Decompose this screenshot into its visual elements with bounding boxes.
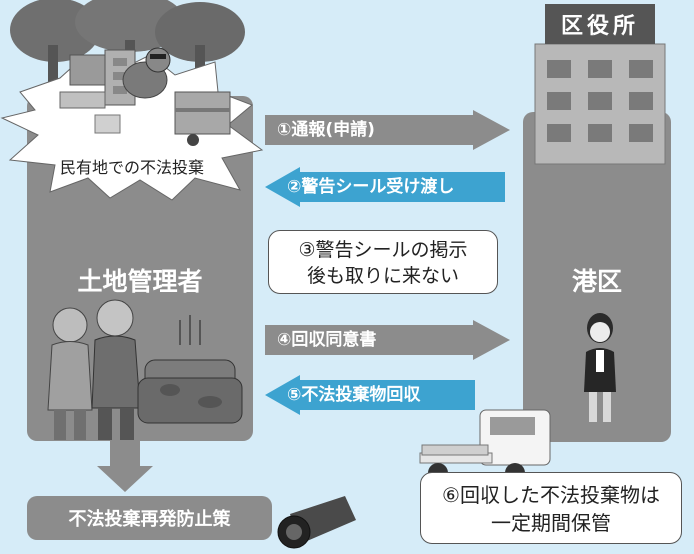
step3-line2: 後も取りに来ない: [306, 265, 459, 287]
land-manager-title: 土地管理者: [77, 267, 203, 296]
step5-label: ⑤不法投棄物回収: [287, 385, 421, 405]
step6-line2: 一定期間保管: [491, 511, 611, 535]
arrow-consent-form: ④回収同意書: [265, 320, 510, 360]
prevention-box: [27, 496, 272, 540]
security-camera-icon: [277, 496, 356, 549]
step1-label: ①通報(申請): [277, 120, 375, 140]
arrow-report: ①通報(申請): [265, 110, 510, 150]
step6-note: ⑥回収した不法投棄物は 一定期間保管: [420, 472, 682, 544]
step4-label: ④回収同意書: [277, 330, 377, 350]
step3-line1: ③警告シールの掲示: [298, 239, 468, 261]
down-arrow: [97, 440, 153, 492]
arrow-sticker-handover: ②警告シール受け渡し: [265, 167, 505, 207]
truck-icon: [419, 409, 551, 483]
building-sign: 区役所: [560, 14, 639, 39]
trash-pile-illustration: [0, 0, 264, 201]
arrow-collection: ⑤不法投棄物回収: [265, 375, 475, 415]
minato-ward-title: 港区: [571, 267, 622, 296]
step2-label: ②警告シール受け渡し: [287, 177, 455, 197]
step3-note: ③警告シールの掲示 後も取りに来ない: [268, 230, 498, 294]
staff-person-icon: [584, 313, 616, 422]
residents-illustration: [47, 299, 243, 440]
city-office-building-icon: [534, 4, 666, 165]
step6-line1: ⑥回収した不法投棄物は: [442, 483, 660, 507]
prevention-label: 不法投棄再発防止策: [68, 509, 231, 530]
burst-label: 民有地での不法投棄: [60, 158, 205, 177]
